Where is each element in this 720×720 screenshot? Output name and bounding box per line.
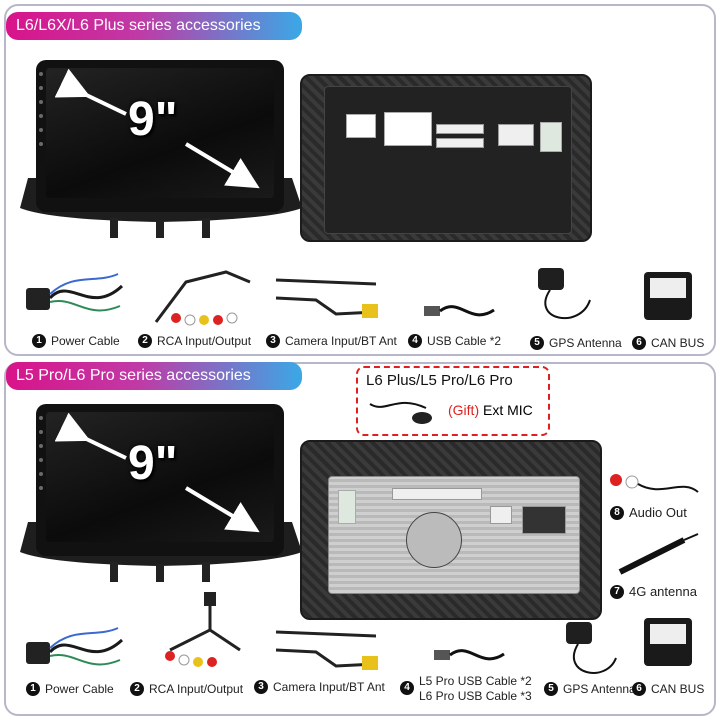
bottom-series-banner: L5 Pro/L6 Pro series accessories <box>6 362 302 390</box>
mic-cable-icon <box>369 401 432 424</box>
bottom-gps-antenna-image <box>566 622 617 674</box>
bottom-canbus-image <box>644 618 692 666</box>
bottom-item-usb: 4 L5 Pro USB Cable *2 L6 Pro USB Cable *… <box>400 674 532 704</box>
4g-antenna-image <box>618 533 699 575</box>
bottom-rca-cable-image <box>165 592 241 667</box>
audio-out-cable-image <box>610 474 699 493</box>
top-power-cable-image <box>26 273 124 312</box>
bottom-power-cable-image <box>26 627 124 666</box>
usb-line-l6: L6 Pro USB Cable *3 <box>419 689 532 703</box>
bottom-unit-back <box>300 440 602 620</box>
gift-mic-box: L6 Plus/L5 Pro/L6 Pro (Gift) Ext MIC <box>356 366 550 436</box>
gift-item: (Gift) Ext MIC <box>448 402 533 418</box>
top-series-banner: L6/L6X/L6 Plus series accessories <box>6 12 302 40</box>
top-camera-cable-image <box>275 278 378 318</box>
top-diagonal-arrow-icon <box>54 68 260 189</box>
usb-line-l5: L5 Pro USB Cable *2 <box>419 674 532 688</box>
gift-title: L6 Plus/L5 Pro/L6 Pro <box>366 372 513 389</box>
top-gps-antenna-image <box>538 268 591 319</box>
top-screen-size-label: 9" <box>128 93 178 146</box>
bottom-screen-size-label: 9" <box>128 437 178 490</box>
top-usb-cable-image <box>424 305 495 317</box>
top-canbus-image <box>644 272 692 320</box>
bottom-usb-cable-image <box>434 649 505 661</box>
top-unit-back <box>300 74 592 242</box>
top-rca-cable-image <box>154 270 251 326</box>
bottom-diagonal-arrow-icon <box>54 412 260 533</box>
bottom-camera-cable-image <box>275 630 378 670</box>
